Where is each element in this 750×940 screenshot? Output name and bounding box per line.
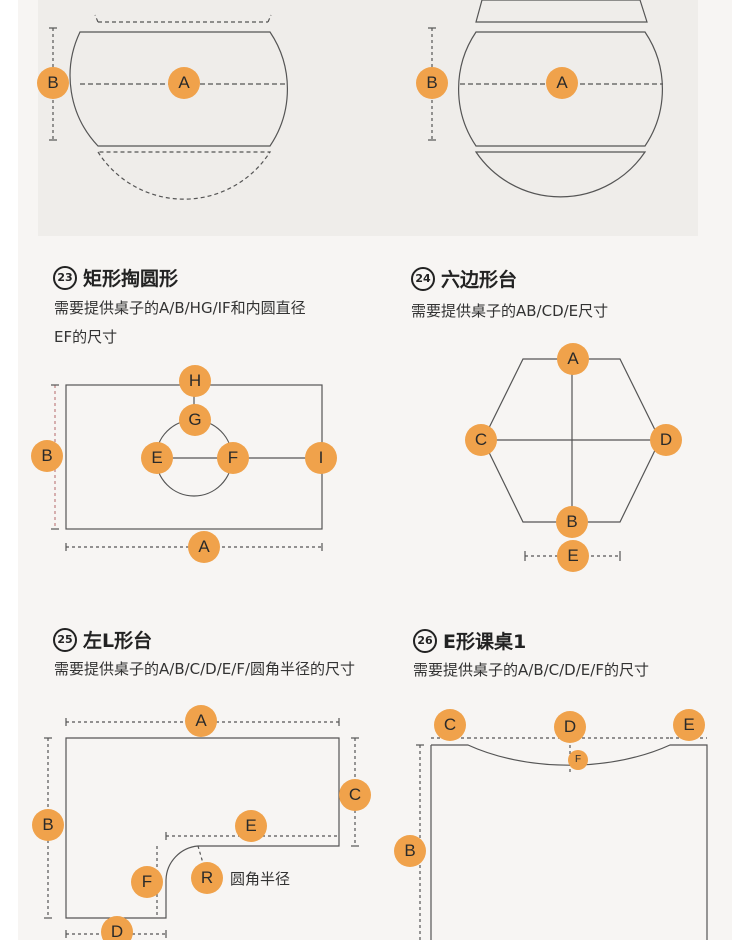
badge-a: A <box>185 705 217 737</box>
badge-b: B <box>556 506 588 538</box>
badge-r: R <box>191 862 223 894</box>
section-25-title-text: 左L形台 <box>83 630 153 652</box>
badge-a: A <box>557 343 589 375</box>
section-23-number: 23 <box>53 265 77 290</box>
badge-b: B <box>37 67 69 99</box>
badge-e: E <box>235 810 267 842</box>
badge-f: F <box>131 866 163 898</box>
section-25-title: 25 左L形台 <box>53 626 152 654</box>
section-25-desc-line1: 需要提供桌子的A/B/C/D/E/F/圆角半径的尺寸 <box>54 660 356 678</box>
badge-i: I <box>305 442 337 474</box>
badge-a: A <box>188 531 220 563</box>
badge-d: D <box>554 711 586 743</box>
section-26-desc-line1: 需要提供桌子的A/B/C/D/E/F的尺寸 <box>413 661 649 679</box>
badge-d: D <box>650 424 682 456</box>
badge-b: B <box>416 67 448 99</box>
section-25-number: 25 <box>53 627 77 652</box>
section-26-number: 26 <box>413 628 437 653</box>
badge-c: C <box>465 424 497 456</box>
badge-f: F <box>217 442 249 474</box>
section-23-desc-line2: EF的尺寸 <box>54 328 118 346</box>
badge-a: A <box>546 67 578 99</box>
section-26-title: 26 E形课桌1 <box>413 627 526 655</box>
badge-e: E <box>557 540 589 572</box>
section-25-desc: 需要提供桌子的A/B/C/D/E/F/圆角半径的尺寸 <box>54 655 355 684</box>
badge-e: E <box>673 709 705 741</box>
l-shape-diagram <box>44 718 359 938</box>
section-26-title-text: E形课桌1 <box>443 631 527 653</box>
section-24-desc-line1: 需要提供桌子的AB/CD/E尺寸 <box>411 302 609 320</box>
section-24-title-text: 六边形台 <box>441 269 518 291</box>
badge-b: B <box>32 809 64 841</box>
top-diagram-band <box>38 0 698 236</box>
badge-e: E <box>141 442 173 474</box>
badge-b: B <box>31 440 63 472</box>
badge-b: B <box>394 835 426 867</box>
section-26-desc: 需要提供桌子的A/B/C/D/E/F的尺寸 <box>413 656 649 685</box>
circle-diagram-right <box>428 0 663 198</box>
e-shape-diagram <box>416 737 708 940</box>
section-24-title: 24 六边形台 <box>411 265 517 293</box>
badge-c: C <box>434 709 466 741</box>
badge-a: A <box>168 67 200 99</box>
badge-f: F <box>568 750 588 770</box>
badge-c: C <box>339 779 371 811</box>
badge-g: G <box>179 404 211 436</box>
section-23-desc: 需要提供桌子的A/B/HG/IF和内圆直径 EF的尺寸 <box>54 294 306 352</box>
radius-note: 圆角半径 <box>230 870 291 888</box>
section-24-number: 24 <box>411 266 435 291</box>
badge-d: D <box>101 916 133 940</box>
section-23-desc-line1: 需要提供桌子的A/B/HG/IF和内圆直径 <box>54 299 306 317</box>
badge-h: H <box>179 365 211 397</box>
section-23-title: 23 矩形掏圆形 <box>53 264 178 292</box>
circle-diagram-left <box>49 14 288 200</box>
section-23-title-text: 矩形掏圆形 <box>83 268 179 290</box>
section-24-desc: 需要提供桌子的AB/CD/E尺寸 <box>411 297 608 326</box>
